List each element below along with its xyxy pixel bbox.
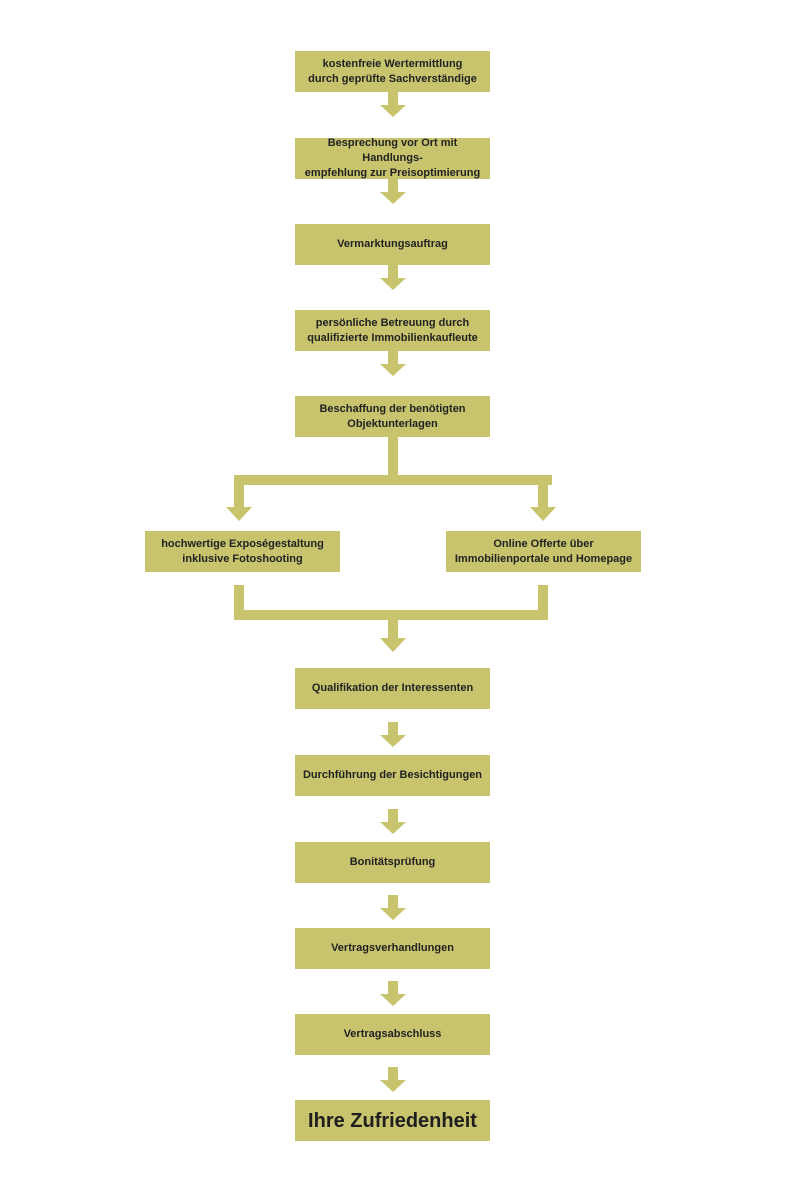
final-zufriedenheit: Ihre Zufriedenheit xyxy=(295,1100,490,1141)
arrow-down-icon xyxy=(380,809,406,834)
step-qualifikation: Qualifikation der Interessenten xyxy=(295,668,490,709)
merge-bar xyxy=(234,610,548,620)
step-besichtigungen: Durchführung der Besichtigungen xyxy=(295,755,490,796)
step-vertragsabschluss: Vertragsabschluss xyxy=(295,1014,490,1055)
arrow-down-icon xyxy=(226,483,252,521)
arrow-down-icon xyxy=(380,351,406,376)
arrow-down-icon xyxy=(530,483,556,521)
arrow-down-icon xyxy=(380,92,406,117)
step-objektunterlagen: Beschaffung der benötigten Objektunterla… xyxy=(295,396,490,437)
arrow-down-icon xyxy=(380,1067,406,1092)
arrow-down-icon xyxy=(380,265,406,290)
split-bar xyxy=(234,475,552,485)
arrow-down-icon xyxy=(380,179,406,204)
branch-online-offerte: Online Offerte über Immobilienportale un… xyxy=(446,531,641,572)
merge-right-stem xyxy=(538,585,548,617)
arrow-down-icon xyxy=(380,618,406,652)
step-vermarktungsauftrag: Vermarktungsauftrag xyxy=(295,224,490,265)
arrow-down-icon xyxy=(380,722,406,747)
step-besprechung: Besprechung vor Ort mit Handlungs- empfe… xyxy=(295,137,490,179)
step-wertermittlung: kostenfreie Wertermittlung durch geprüft… xyxy=(295,51,490,92)
arrow-down-icon xyxy=(380,981,406,1006)
step-vertragsverhandlungen: Vertragsverhandlungen xyxy=(295,928,490,969)
arrow-down-icon xyxy=(380,895,406,920)
branch-exposegestaltung: hochwertige Exposégestaltung inklusive F… xyxy=(145,531,340,572)
step-betreuung: persönliche Betreuung durch qualifiziert… xyxy=(295,310,490,351)
merge-left-stem xyxy=(234,585,244,617)
split-stem xyxy=(388,437,398,477)
step-bonitaetspruefung: Bonitätsprüfung xyxy=(295,842,490,883)
